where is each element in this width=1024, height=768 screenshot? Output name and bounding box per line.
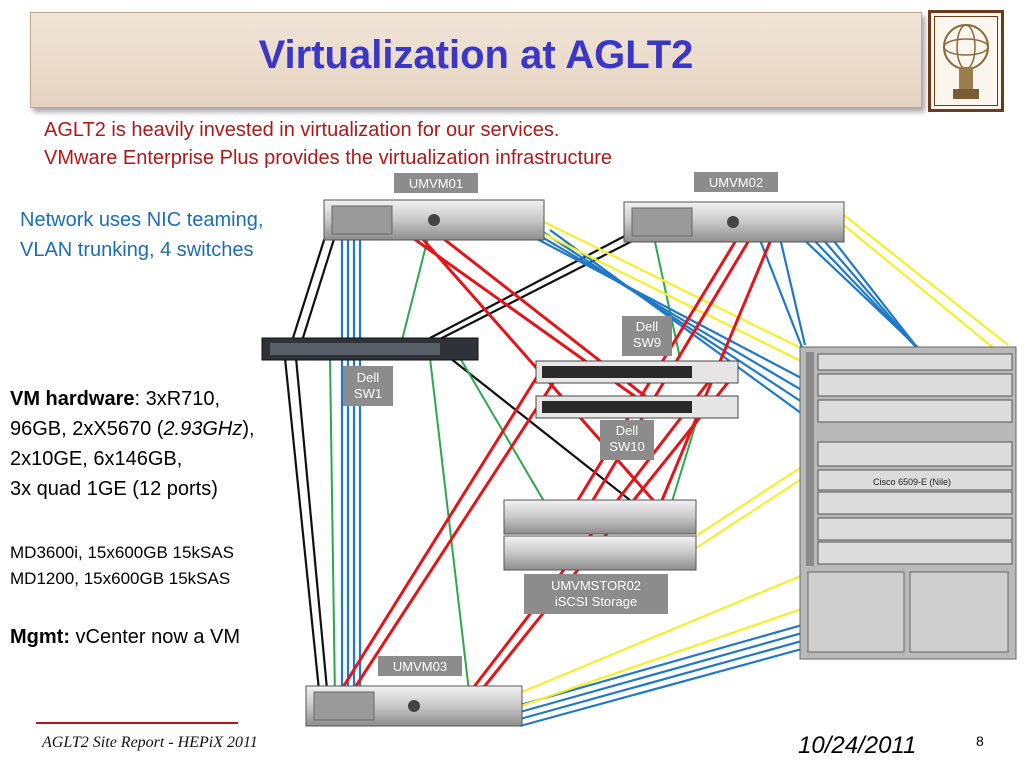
atlas-logo [928, 10, 1004, 112]
vm-hardware-label: VM hardware [10, 388, 135, 410]
umvm03-dell-logo-icon [408, 700, 420, 712]
sw10-label-line2: SW10 [609, 439, 644, 454]
network-note: Network uses NIC teaming, VLAN trunking,… [20, 209, 264, 261]
mgmt-value: vCenter now a VM [69, 626, 241, 648]
cisco-psu-2 [909, 571, 1009, 653]
cables-red [338, 234, 772, 693]
cisco-psu-1 [807, 571, 905, 653]
intro-text: AGLT2 is heavily invested in virtualizat… [44, 116, 612, 172]
intro-line-2: VMware Enterprise Plus provides the virt… [44, 147, 613, 169]
cisco-label: Cisco 6509-E (Nile) [873, 477, 951, 487]
sw9-label-box [622, 316, 672, 356]
umvm01-label-box [394, 173, 478, 193]
atlas-statue-icon [943, 24, 989, 99]
vm-hardware-line2-pre: 96GB, 2xX5670 ( [10, 418, 164, 440]
sw9-label-line1: Dell [636, 319, 659, 334]
footer-text: AGLT2 Site Report - HEPiX 2011 [42, 734, 258, 751]
slide-date: 10/24/2011 [798, 732, 917, 759]
umvm02-label-box [694, 172, 778, 192]
storage-label-box [524, 574, 668, 614]
umvm01-bezel [331, 205, 393, 235]
vm-hardware-line3: 2x10GE, 6x146GB, [10, 448, 183, 470]
storage-text: MD3600i, 15x600GB 15kSAS MD1200, 15x600G… [10, 540, 330, 592]
umvm01-dell-logo-icon [428, 214, 440, 226]
umvm02-label: UMVM02 [709, 175, 763, 190]
page-number: 8 [976, 733, 984, 749]
cisco-left-rail [806, 352, 814, 566]
cables-black [283, 214, 651, 701]
cisco-line-cards [817, 353, 1013, 565]
umvm03-bezel [313, 691, 375, 721]
sw1-label-line2: SW1 [354, 386, 382, 401]
sw1-label-line1: Dell [357, 370, 380, 385]
cables-blue [340, 229, 1006, 728]
sw10-label-box [600, 420, 654, 460]
umvm03-label: UMVM03 [393, 659, 447, 674]
vm-hardware-line4: 3x quad 1GE (12 ports) [10, 478, 218, 500]
vm-hardware-text: VM hardware: 3xR710, 96GB, 2xX5670 (2.93… [10, 384, 340, 504]
footer-rule [36, 722, 238, 724]
vm-hardware-line2-post: ), [242, 418, 255, 440]
page-title: Virtualization at AGLT2 [258, 33, 694, 77]
mgmt-label: Mgmt: [10, 626, 70, 648]
umvm02-bezel [631, 207, 693, 237]
umvm02-dell-logo-icon [727, 216, 739, 228]
storage-label-line1: UMVMSTOR02 [551, 578, 641, 593]
vm-hardware-cpu-speed: 2.93GHz [163, 418, 243, 440]
sw1-label-box [343, 366, 393, 406]
umvm01-label: UMVM01 [409, 176, 463, 191]
mgmt-text: Mgmt: vCenter now a VM [10, 622, 300, 652]
sw1-ports [270, 343, 440, 355]
sw9-label-line2: SW9 [633, 335, 661, 350]
sw10-ports [542, 401, 692, 413]
title-banner: Virtualization at AGLT2 [30, 12, 922, 108]
storage-line-1: MD3600i, 15x600GB 15kSAS [10, 543, 234, 562]
atlas-logo-frame [934, 16, 998, 106]
vm-hardware-line1: : 3xR710, [134, 388, 221, 410]
umvm03-label-box [378, 656, 462, 676]
storage-line-2: MD1200, 15x600GB 15kSAS [10, 569, 231, 588]
storage-array-1 [503, 499, 697, 535]
sw9-ports [542, 366, 692, 378]
intro-line-1: AGLT2 is heavily invested in virtualizat… [44, 119, 560, 141]
storage-label-line2: iSCSI Storage [555, 594, 637, 609]
storage-array-2 [503, 535, 697, 571]
sw10-label-line1: Dell [616, 423, 639, 438]
cables-green [329, 229, 701, 701]
